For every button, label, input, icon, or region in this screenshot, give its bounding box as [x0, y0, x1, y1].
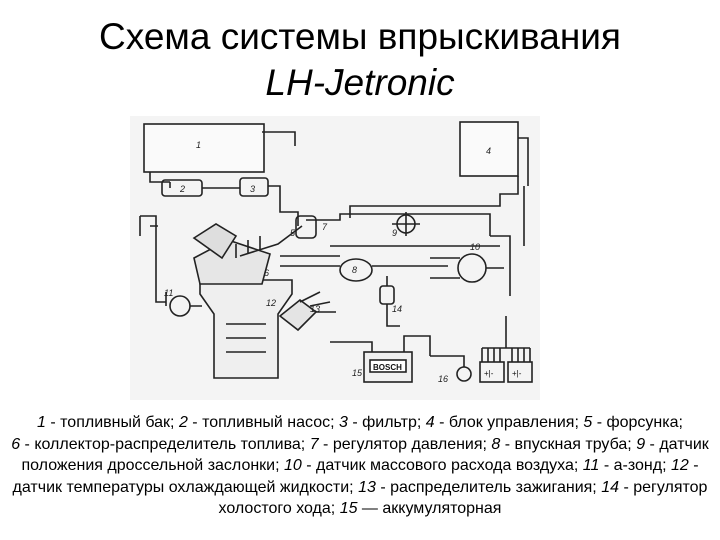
legend-number: 10 [284, 457, 302, 474]
diagram-number: 14 [392, 304, 402, 314]
legend-item: 7 - регулятор давления; [310, 436, 492, 453]
diagram-number: 15 [352, 368, 363, 378]
legend-text: - а-зонд; [599, 457, 671, 474]
legend-number: 11 [583, 457, 600, 474]
legend-text: - топливный насос; [188, 414, 339, 431]
legend-number: 4 [426, 414, 435, 431]
diagram-number: 10 [470, 242, 480, 252]
legend-text: - регулятор давления; [319, 436, 492, 453]
legend-item: 1 - топливный бак; [37, 414, 179, 431]
legend-item: 11 - а-зонд; [583, 457, 671, 474]
diagram-number: 12 [266, 298, 276, 308]
legend-number: 9 [636, 436, 645, 453]
legend-text: — аккумуляторная [357, 500, 501, 517]
legend-number: 2 [179, 414, 188, 431]
legend-number: 12 [671, 457, 689, 474]
diagram-number: 1 [196, 140, 201, 150]
legend-text: - фильтр; [348, 414, 426, 431]
diagram-number: 11 [164, 288, 173, 298]
legend-item: 2 - топливный насос; [179, 414, 339, 431]
legend-item: 4 - блок управления; [426, 414, 584, 431]
legend-item: 5 - форсунка; [583, 414, 683, 431]
legend-number: 13 [358, 479, 376, 496]
diagram-number: 4 [486, 146, 491, 156]
diagram-number: 2 [179, 184, 185, 194]
diagram-number: 13 [310, 304, 320, 314]
relay-symbol: +|- [512, 369, 522, 378]
legend-text: - распределитель зажигания; [376, 479, 601, 496]
legend-text: - датчик массового расхода воздуха; [302, 457, 583, 474]
diagram-number: 6 [264, 268, 269, 278]
legend-number: 6 [11, 436, 20, 453]
diagram-number: 9 [392, 228, 397, 238]
legend-item: 8 - впускная труба; [491, 436, 636, 453]
diagram-number: 16 [438, 374, 448, 384]
legend-item: 3 - фильтр; [339, 414, 426, 431]
legend-number: 7 [310, 436, 319, 453]
legend-item: 15 — аккумуляторная [340, 500, 502, 517]
legend-text: - блок управления; [435, 414, 584, 431]
diagram-number: 3 [250, 184, 255, 194]
legend-number: 3 [339, 414, 348, 431]
diagram-number: 8 [352, 265, 357, 275]
legend-number: 8 [491, 436, 500, 453]
fuel-tank [144, 124, 264, 172]
legend-number: 14 [601, 479, 619, 496]
legend-item: 6 - коллектор-распределитель топлива; [11, 436, 309, 453]
legend-text: - топливный бак; [46, 414, 179, 431]
legend-item: 13 - распределитель зажигания; [358, 479, 601, 496]
injection-system-diagram: 1 2 3 4 5 6 7 8 9 10 11 12 13 14 15 16 B… [130, 116, 540, 400]
page-title: Схема системы впрыскивания LH-Jetronic [0, 14, 720, 106]
title-line-2: LH-Jetronic [0, 60, 720, 106]
legend-number: 15 [340, 500, 358, 517]
legend-number: 1 [37, 414, 46, 431]
legend-caption: 1 - топливный бак; 2 - топливный насос; … [0, 412, 720, 520]
legend-number: 5 [583, 414, 592, 431]
title-line-1: Схема системы впрыскивания [99, 16, 621, 57]
relay-symbol: +|- [484, 369, 494, 378]
engine-block [200, 280, 292, 378]
legend-item: 10 - датчик массового расхода воздуха; [284, 457, 583, 474]
battery-brand-label: BOSCH [373, 363, 402, 372]
legend-text: - впускная труба; [500, 436, 636, 453]
legend-text: - форсунка; [592, 414, 683, 431]
legend-text: - коллектор-распределитель топлива; [20, 436, 310, 453]
